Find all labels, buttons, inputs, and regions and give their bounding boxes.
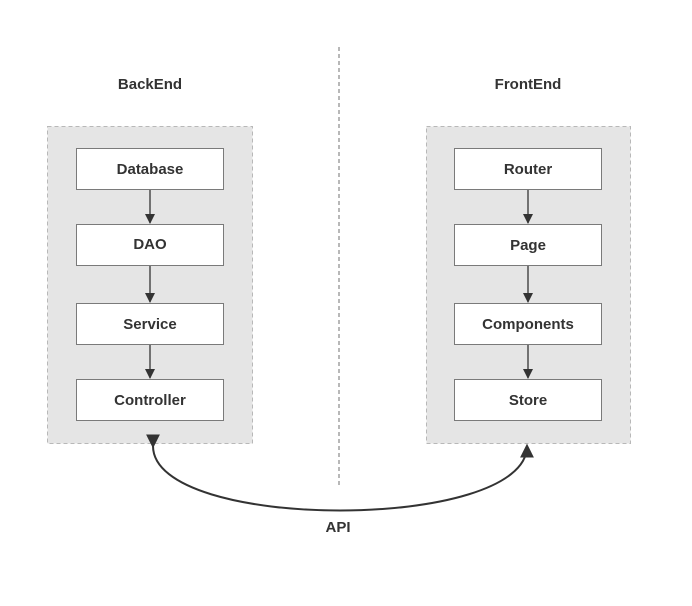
frontend-node-components-box [454, 303, 602, 345]
frontend-node-store-box [454, 379, 602, 421]
frontend-node-router: Router [454, 148, 602, 190]
frontend-title: FrontEnd [495, 76, 562, 93]
frontend-node-components: Components [454, 303, 602, 345]
frontend-node-page-label: Page [510, 237, 546, 254]
backend-title: BackEnd [118, 76, 182, 93]
frontend-node-components-label: Components [482, 316, 574, 333]
backend-node-service: Service [76, 303, 224, 345]
backend-node-database-label: Database [117, 161, 184, 178]
backend-node-service-label: Service [123, 316, 176, 333]
frontend-group: Router Page Components Store [426, 126, 631, 444]
backend-node-dao-box [76, 224, 224, 266]
frontend-node-router-label: Router [504, 161, 552, 178]
api-label: API [325, 519, 350, 536]
backend-node-database-box [76, 148, 224, 190]
backend-node-controller-label: Controller [114, 392, 186, 409]
api-connector-arrow [145, 434, 534, 512]
frontend-node-store-label: Store [509, 392, 547, 409]
frontend-node-page-box [454, 224, 602, 266]
backend-group: Database DAO Service Controller [47, 126, 253, 444]
backend-node-service-box [76, 303, 224, 345]
backend-node-controller-box [76, 379, 224, 421]
backend-node-dao-label: DAO [133, 236, 167, 253]
backend-node-database: Database [76, 148, 224, 190]
backend-node-dao: DAO [76, 224, 224, 266]
frontend-node-router-box [454, 148, 602, 190]
backend-node-controller: Controller [76, 379, 224, 421]
frontend-node-store: Store [454, 379, 602, 421]
frontend-node-page: Page [454, 224, 602, 266]
